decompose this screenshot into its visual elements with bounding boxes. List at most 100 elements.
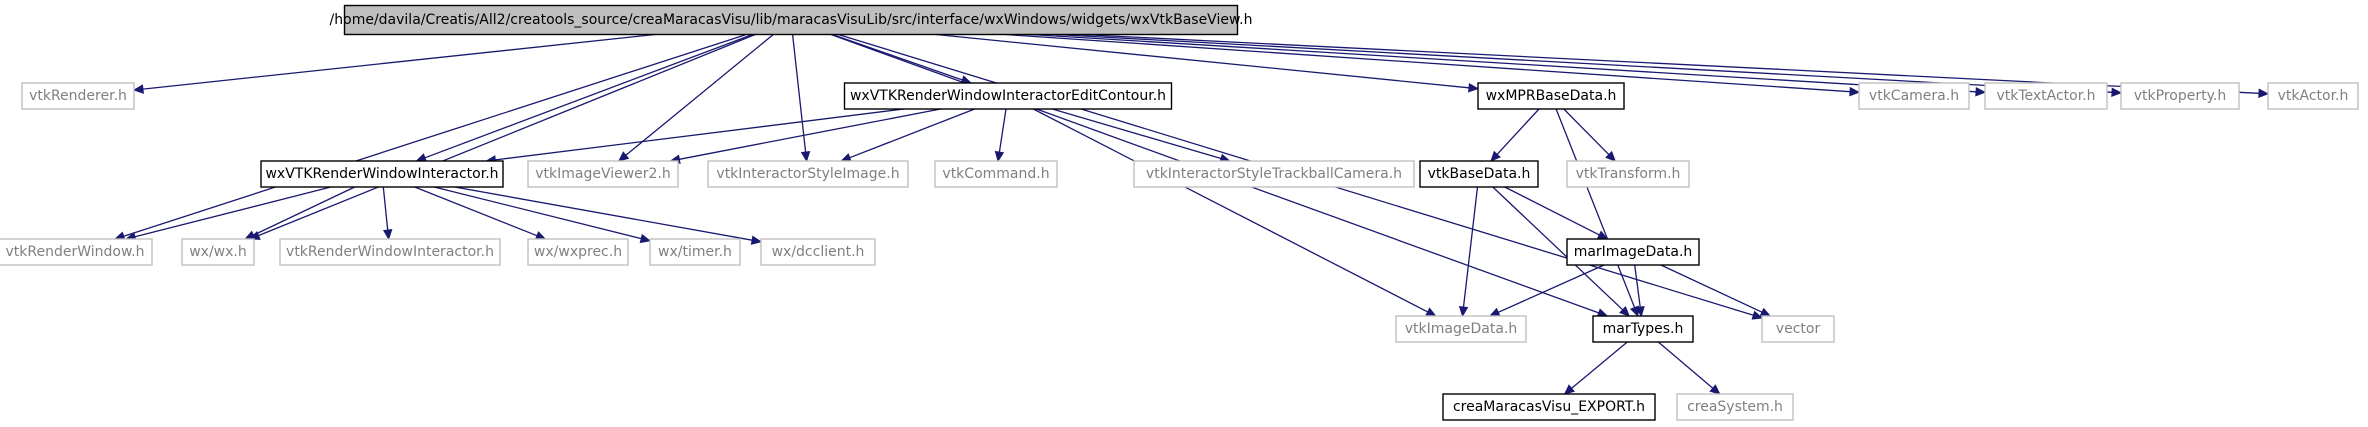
node-wxdcclient[interactable]: wx/dcclient.h	[760, 238, 876, 266]
node-vtkBaseData[interactable]: vtkBaseData.h	[1419, 160, 1539, 188]
arrowhead	[1490, 150, 1501, 162]
edge-line	[414, 186, 538, 237]
node-label: vtkRenderWindowInteractor.h	[286, 244, 494, 260]
node-rwi[interactable]: wxVTKRenderWindowInteractor.h	[260, 160, 504, 188]
node-box	[1442, 393, 1656, 421]
edge-line	[495, 108, 904, 161]
edge-editContour-to-vtkInteractorStyleImage	[840, 108, 975, 163]
edge-line	[1660, 264, 1763, 313]
arrowhead	[1635, 306, 1645, 318]
node-box	[2267, 82, 2359, 110]
arrowhead	[1759, 307, 1772, 317]
node-vtkTrackball[interactable]: vtkInteractorStyleTrackballCamera.h	[1133, 160, 1415, 188]
edge-line	[832, 33, 963, 81]
node-label: vtkImageData.h	[1405, 321, 1517, 337]
node-vtkImageData[interactable]: vtkImageData.h	[1395, 315, 1527, 343]
node-box	[21, 82, 135, 110]
edge-root-to-mprBase	[935, 33, 1480, 93]
edge-line	[791, 34, 807, 153]
node-box	[260, 160, 504, 188]
edge-root-to-vtkImageViewer2	[617, 33, 774, 162]
node-label: vtkRenderWindow.h	[6, 244, 145, 260]
arrowhead	[1975, 87, 1987, 97]
node-vtkCamera[interactable]: vtkCamera.h	[1858, 82, 1970, 110]
node-box	[1984, 82, 2108, 110]
edge-vtkBaseData-to-marTypes	[1492, 186, 1631, 317]
edge-line	[1052, 108, 1222, 160]
node-label: vtkTransform.h	[1576, 166, 1681, 182]
node-box	[1566, 238, 1700, 266]
node-label: wxMPRBaseData.h	[1486, 88, 1617, 104]
node-box	[343, 4, 1239, 36]
edge-marImageData-to-marTypes	[1634, 264, 1645, 318]
node-label: creaMaracasVisu_EXPORT.h	[1453, 399, 1645, 415]
edge-line	[454, 186, 753, 241]
arrowhead	[639, 233, 652, 244]
node-mprBase[interactable]: wxMPRBaseData.h	[1477, 82, 1625, 110]
edge-line	[1462, 186, 1479, 308]
node-box	[649, 238, 741, 266]
node-wxtimer[interactable]: wx/timer.h	[649, 238, 741, 266]
edge-line	[1030, 33, 1977, 93]
node-vtkProperty[interactable]: vtkProperty.h	[2120, 82, 2240, 110]
node-marImageData[interactable]: marImageData.h	[1566, 238, 1700, 266]
edge-line	[1496, 108, 1540, 155]
node-export[interactable]: creaMaracasVisu_EXPORT.h	[1442, 393, 1656, 421]
edge-editContour-to-vtkImageData	[1033, 108, 1437, 317]
arrowhead	[132, 84, 144, 94]
node-box	[181, 238, 255, 266]
node-vtkRenderWindow[interactable]: vtkRenderWindow.h	[0, 238, 153, 266]
node-vtkRenderer[interactable]: vtkRenderer.h	[21, 82, 135, 110]
arrowhead	[617, 151, 630, 162]
node-wxwx[interactable]: wx/wx.h	[181, 238, 255, 266]
arrowhead	[800, 151, 811, 163]
arrowhead	[1751, 310, 1764, 320]
edge-marImageData-to-vector	[1660, 264, 1772, 317]
node-vtkTextActor[interactable]: vtkTextActor.h	[1984, 82, 2108, 110]
arrowhead	[1488, 307, 1501, 317]
node-box	[1761, 315, 1835, 343]
node-creaSystem[interactable]: creaSystem.h	[1676, 393, 1794, 421]
node-vtkActor[interactable]: vtkActor.h	[2267, 82, 2359, 110]
edge-line	[123, 33, 747, 237]
node-root[interactable]: /home/davila/Creatis/All2/creatools_sour…	[330, 4, 1253, 36]
node-label: vtkInteractorStyleTrackballCamera.h	[1146, 166, 1402, 182]
node-box	[1395, 315, 1527, 343]
arrowhead	[750, 235, 763, 245]
node-label: wxVTKRenderWindowInteractor.h	[265, 166, 498, 182]
node-box	[1858, 82, 1970, 110]
edge-root-to-vtkCamera	[1005, 33, 1861, 97]
edge-editContour-to-vtkCommand	[994, 108, 1007, 163]
edge-line	[142, 33, 656, 90]
node-label: /home/davila/Creatis/All2/creatools_sour…	[330, 12, 1253, 28]
node-box	[2120, 82, 2240, 110]
arrowhead	[534, 231, 547, 240]
node-vtkCommand[interactable]: vtkCommand.h	[934, 160, 1058, 188]
node-label: vtkInteractorStyleImage.h	[716, 166, 899, 182]
edge-rwi-to-vtkRenderWindow	[125, 186, 331, 242]
edge-line	[424, 33, 753, 159]
node-vector[interactable]: vector	[1761, 315, 1835, 343]
node-vtkInteractorStyleImage[interactable]: vtkInteractorStyleImage.h	[707, 160, 909, 188]
node-wxprec[interactable]: wx/wxprec.h	[527, 238, 629, 266]
node-vtkRWI[interactable]: vtkRenderWindowInteractor.h	[279, 238, 501, 266]
arrowhead	[244, 230, 256, 240]
edge-root-to-vtkRenderWindow	[113, 33, 747, 241]
node-box	[0, 238, 153, 266]
node-label: vtkBaseData.h	[1428, 166, 1531, 182]
node-editContour[interactable]: wxVTKRenderWindowInteractorEditContour.h	[843, 82, 1173, 110]
node-box	[1566, 160, 1690, 188]
node-box	[527, 160, 679, 188]
node-box	[843, 82, 1173, 110]
node-label: wx/wx.h	[189, 244, 247, 260]
node-vtkImageViewer2[interactable]: vtkImageViewer2.h	[527, 160, 679, 188]
node-vtkTransform[interactable]: vtkTransform.h	[1566, 160, 1690, 188]
edge-line	[1571, 341, 1628, 389]
node-marTypes[interactable]: marTypes.h	[1592, 315, 1694, 343]
edge-line	[998, 108, 1007, 153]
node-label: vector	[1776, 321, 1821, 337]
node-label: wxVTKRenderWindowInteractorEditContour.h	[850, 88, 1166, 104]
arrowhead	[1468, 82, 1480, 93]
node-label: wx/dcclient.h	[772, 244, 865, 260]
arrowhead	[994, 150, 1005, 163]
